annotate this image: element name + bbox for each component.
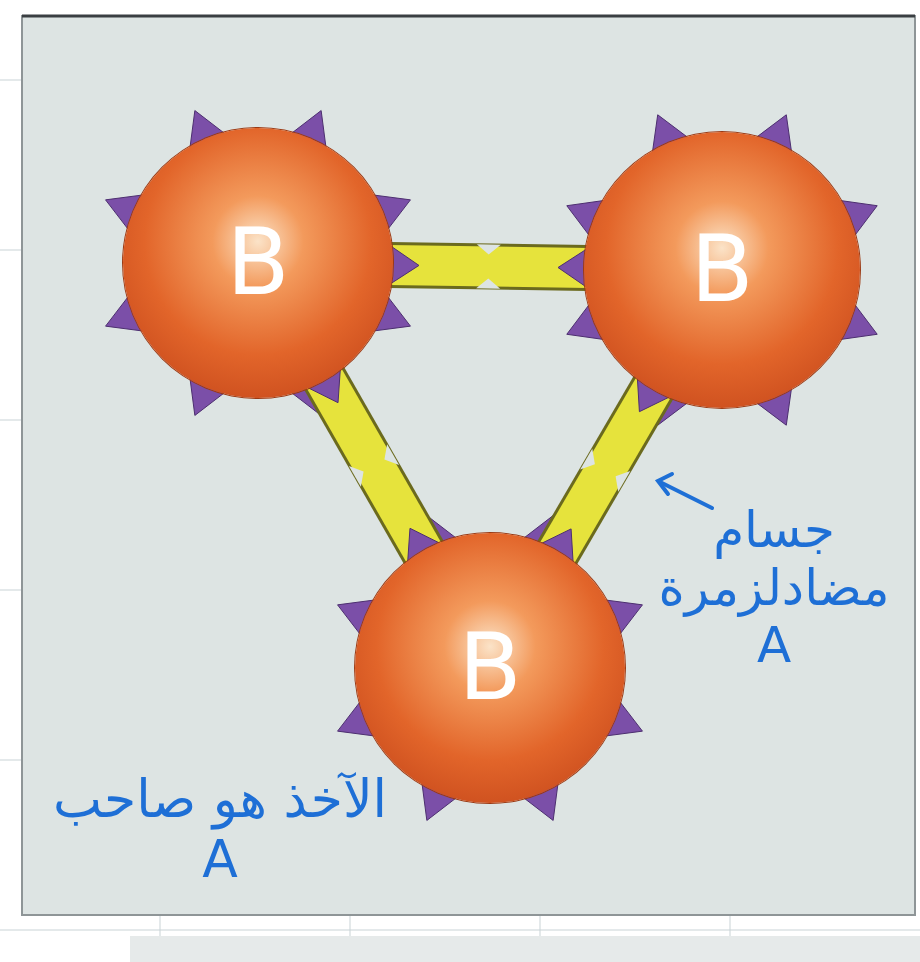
antibody-note: جسام مضادلزمرة A bbox=[636, 502, 912, 675]
antibody-waist bbox=[349, 466, 364, 487]
blood-cell: B bbox=[355, 533, 625, 803]
panel-edge bbox=[22, 15, 915, 18]
antibody bbox=[306, 367, 442, 565]
recipient-note: الآخذ هو صاحب A bbox=[30, 770, 410, 890]
panel bbox=[22, 16, 915, 915]
antibody bbox=[389, 244, 589, 288]
antibody-waist bbox=[476, 278, 500, 288]
blood-group-letter: B bbox=[226, 217, 289, 309]
blood-group-letter: B bbox=[458, 622, 521, 714]
antibody-waist bbox=[477, 244, 501, 254]
blood-cell: B bbox=[123, 128, 393, 398]
leader-arrow bbox=[658, 474, 712, 508]
blood-group-letter: B bbox=[690, 224, 753, 316]
antibody bbox=[539, 376, 672, 565]
antibody-waist bbox=[580, 449, 595, 470]
blood-cell: B bbox=[584, 132, 860, 408]
lower-panel bbox=[130, 936, 920, 962]
antigen-spike bbox=[389, 245, 419, 285]
antibody-waist bbox=[616, 471, 631, 492]
antibody-waist bbox=[384, 444, 399, 465]
